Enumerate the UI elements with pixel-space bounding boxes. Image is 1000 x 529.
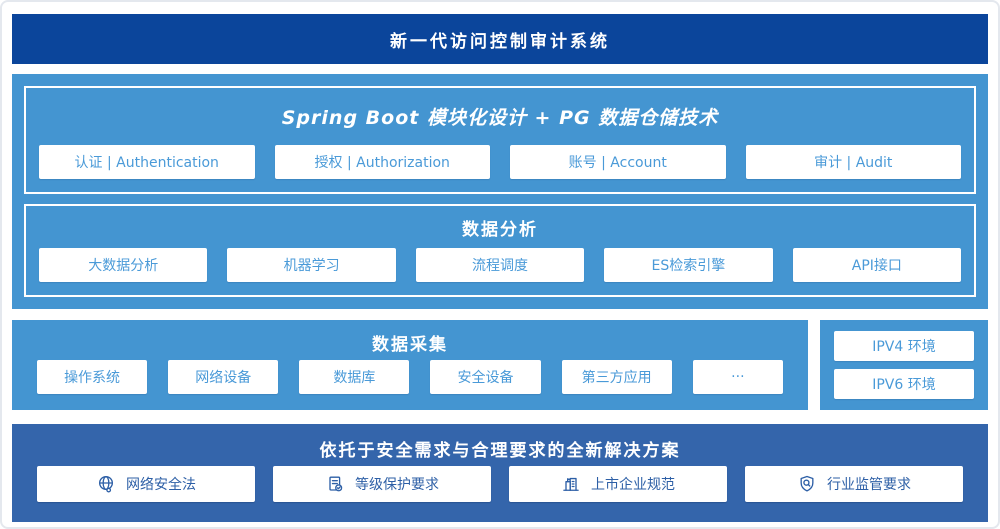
platform-section: Spring Boot 模块化设计 + PG 数据仓储技术 认证 | Authe… [12, 74, 988, 309]
shield-search-icon [797, 474, 817, 494]
solution-box-label: 上市企业规范 [591, 477, 675, 493]
solution-industry-regulation: 行业监管要求 [745, 466, 963, 502]
solution-section: 依托于安全需求与合理要求的全新解决方案 网络安全法 [12, 424, 988, 522]
environment-section: IPV4 环境 IPV6 环境 [820, 320, 988, 410]
page-title: 新一代访问控制审计系统 [390, 31, 610, 52]
data-analysis-subsection: 数据分析 大数据分析 机器学习 流程调度 ES检索引擎 API接口 [24, 204, 976, 297]
collection-sources-row: 操作系统 网络设备 数据库 安全设备 第三方应用 ··· [12, 360, 808, 394]
module-big-data: 大数据分析 [39, 248, 208, 282]
env-ipv6: IPV6 环境 [834, 369, 974, 399]
source-third-party: 第三方应用 [561, 360, 672, 394]
module-api: API接口 [792, 248, 962, 282]
source-network-device: 网络设备 [168, 360, 279, 394]
solution-boxes-row: 网络安全法 等级保护要求 [12, 466, 988, 502]
source-os: 操作系统 [37, 360, 148, 394]
solution-box-label: 网络安全法 [126, 477, 196, 493]
document-check-icon [325, 474, 345, 494]
module-machine-learning: 机器学习 [227, 248, 396, 282]
module-account: 账号 | Account [510, 145, 726, 179]
env-ipv4: IPV4 环境 [834, 331, 974, 361]
spring-boot-subsection: Spring Boot 模块化设计 + PG 数据仓储技术 认证 | Authe… [24, 86, 976, 194]
module-es-search: ES检索引擎 [604, 248, 773, 282]
source-database: 数据库 [299, 360, 410, 394]
source-security-device: 安全设备 [430, 360, 541, 394]
source-more-ellipsis: ··· [692, 360, 784, 394]
solution-classified-protection: 等级保护要求 [273, 466, 491, 502]
solution-box-label: 行业监管要求 [827, 477, 911, 493]
solution-title: 依托于安全需求与合理要求的全新解决方案 [319, 440, 681, 461]
data-analysis-title: 数据分析 [462, 219, 538, 240]
globe-icon [96, 474, 116, 494]
module-audit: 审计 | Audit [745, 145, 961, 179]
module-authorization: 授权 | Authorization [274, 145, 490, 179]
spring-boot-title: Spring Boot 模块化设计 + PG 数据仓储技术 [281, 107, 719, 129]
auth-modules-row: 认证 | Authentication 授权 | Authorization 账… [26, 145, 974, 192]
analysis-modules-row: 大数据分析 机器学习 流程调度 ES检索引擎 API接口 [26, 248, 974, 295]
module-authentication: 认证 | Authentication [39, 145, 255, 179]
solution-cybersecurity-law: 网络安全法 [37, 466, 255, 502]
title-banner: 新一代访问控制审计系统 [12, 14, 988, 64]
collection-row: 数据采集 操作系统 网络设备 数据库 安全设备 第三方应用 ··· IPV4 环… [12, 320, 988, 410]
solution-listed-company: 上市企业规范 [509, 466, 727, 502]
data-collection-section: 数据采集 操作系统 网络设备 数据库 安全设备 第三方应用 ··· [12, 320, 808, 410]
building-icon [561, 474, 581, 494]
solution-box-label: 等级保护要求 [355, 477, 439, 493]
data-collection-title: 数据采集 [372, 334, 448, 355]
module-workflow: 流程调度 [415, 248, 585, 282]
